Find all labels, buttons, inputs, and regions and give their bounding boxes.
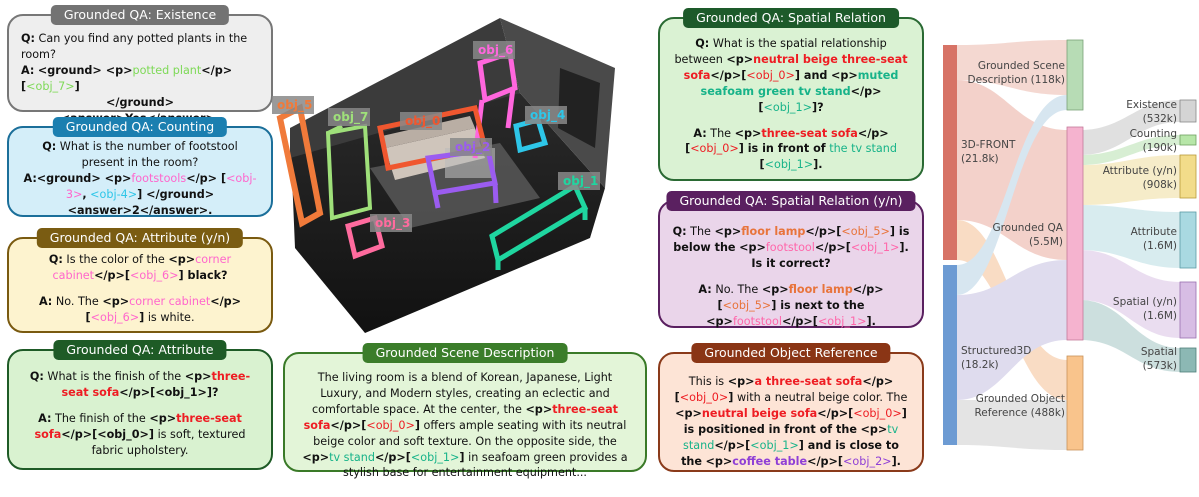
spatial-answer: A: The <p>three-seat sofa</p>[<obj_0>] i… bbox=[685, 126, 897, 172]
scene-title: Grounded Scene Description bbox=[362, 343, 568, 364]
spatial-yn-title: Grounded QA: Spatial Relation (y/n) bbox=[666, 191, 916, 212]
attr-yn-title: Grounded QA: Attribute (y/n) bbox=[36, 228, 244, 249]
sankey-label-objref-1: Grounded Object bbox=[976, 393, 1065, 405]
label-obj6: obj_6 bbox=[478, 43, 513, 58]
node-existence bbox=[1179, 99, 1197, 123]
flow-qa-counting bbox=[1080, 135, 1180, 165]
existence-question: Q: Can you find any potted plants in the… bbox=[21, 32, 248, 61]
node-3dfront bbox=[943, 45, 957, 260]
objref-text: This is bbox=[688, 375, 725, 388]
existence-title: Grounded QA: Existence bbox=[50, 5, 230, 26]
attr-yn-question: Q: Is the color of the <p>corner cabinet… bbox=[48, 253, 232, 282]
counting-question: Q: What is the number of footstool prese… bbox=[42, 140, 238, 169]
flow-3dfront-scene bbox=[957, 40, 1067, 95]
flow-qa-attr bbox=[1080, 205, 1180, 268]
sankey-label-counting: Counting bbox=[1130, 128, 1177, 140]
attr-yn-answer: A: No. The <p>corner cabinet</p>[<obj_6>… bbox=[38, 294, 242, 324]
scene-card: Grounded Scene Description The living ro… bbox=[283, 343, 647, 479]
spatial-card: Grounded QA: Spatial Relation Q: What is… bbox=[658, 8, 924, 181]
attribute-question: Q: What is the finish of the <p>three-se… bbox=[29, 370, 251, 399]
bbox-obj3 bbox=[345, 214, 385, 260]
existence-card: Grounded QA: Existence Q: Can you find a… bbox=[7, 5, 273, 125]
spatial-title: Grounded QA: Spatial Relation bbox=[683, 8, 899, 29]
node-attryn bbox=[1179, 154, 1197, 199]
sankey-value-attribute: (1.6M) bbox=[1143, 240, 1177, 252]
counting-title: Grounded QA: Counting bbox=[52, 117, 228, 138]
node-objref bbox=[1066, 355, 1084, 451]
sankey-value-counting: (190k) bbox=[1143, 142, 1177, 154]
counting-answer: A:<ground> <p>footstools</p> [<obj-3>, <… bbox=[23, 171, 257, 201]
flow-s3d-qa bbox=[957, 260, 1067, 400]
node-scene bbox=[1066, 39, 1084, 111]
attribute-card: Grounded QA: Attribute Q: What is the fi… bbox=[7, 340, 273, 470]
sankey-value-attryn: (908k) bbox=[1143, 179, 1177, 191]
spatial-yn-question: Q: The <p>floor lamp</p>[<obj_5>] is bel… bbox=[672, 225, 910, 270]
sankey-value-spyn: (1.6M) bbox=[1143, 310, 1177, 322]
sankey-value-existence: (532k) bbox=[1143, 113, 1177, 125]
spatial-yn-card: Grounded QA: Spatial Relation (y/n) Q: T… bbox=[658, 191, 924, 328]
label-obj0: obj_0 bbox=[405, 114, 440, 129]
sankey-label-attryn: Attribute (y/n) bbox=[1103, 165, 1177, 177]
sankey-label-existence: Existence bbox=[1126, 99, 1177, 111]
node-spyn bbox=[1179, 281, 1197, 339]
node-spatial bbox=[1179, 347, 1197, 373]
counting-card: Grounded QA: Counting Q: What is the num… bbox=[7, 117, 273, 217]
flow-qa-spyn bbox=[1080, 250, 1180, 338]
sankey-label-structured3d: Structured3D bbox=[961, 345, 1031, 357]
bbox-obj1 bbox=[489, 182, 589, 270]
flow-3dfront-qa bbox=[957, 80, 1067, 260]
bbox-obj7 bbox=[325, 123, 373, 221]
room-render: obj_5 obj_7 obj_6 obj_0 obj_4 obj_2 obj_… bbox=[272, 18, 615, 333]
flow-qa-spatial bbox=[1080, 300, 1180, 372]
sankey-label-qa: Grounded QA bbox=[992, 222, 1063, 234]
sankey-diagram: 3D-FRONT (21.8k) Structured3D (18.2k) Gr… bbox=[943, 39, 1197, 451]
node-qa bbox=[1066, 126, 1084, 341]
objref-card: Grounded Object Reference This is <p>a t… bbox=[658, 343, 924, 472]
counting-answer-2: <answer>2</answer>. bbox=[67, 203, 213, 217]
label-obj1: obj_1 bbox=[563, 174, 598, 189]
attribute-title: Grounded QA: Attribute bbox=[53, 340, 227, 361]
node-counting bbox=[1179, 134, 1197, 146]
sankey-value-qa: (5.5M) bbox=[1029, 236, 1063, 248]
existence-answer-2: </ground> bbox=[106, 95, 174, 109]
node-structured3d bbox=[943, 265, 957, 445]
flow-qa-existence bbox=[1080, 100, 1180, 155]
spatial-question: Q: What is the spatial relationship betw… bbox=[674, 37, 908, 114]
sankey-label-attribute: Attribute bbox=[1131, 226, 1177, 238]
spatial-yn-answer: A: No. The <p>floor lamp</p>[<obj_5>] is… bbox=[698, 282, 884, 328]
flow-3dfront-objref bbox=[957, 220, 1067, 400]
sankey-label-3dfront: 3D-FRONT bbox=[961, 139, 1016, 151]
sankey-label-objref-2: Reference (488k) bbox=[974, 407, 1065, 419]
sankey-label-scene-1: Grounded Scene bbox=[978, 60, 1065, 72]
flow-qa-attryn bbox=[1080, 155, 1180, 205]
attr-yn-card: Grounded QA: Attribute (y/n) Q: Is the c… bbox=[7, 228, 273, 333]
sankey-value-structured3d: (18.2k) bbox=[961, 359, 999, 371]
attribute-answer: A: The finish of the <p>three-seat sofa<… bbox=[34, 411, 246, 457]
sankey-label-scene-2: Description (118k) bbox=[968, 74, 1065, 86]
objref-title: Grounded Object Reference bbox=[691, 343, 891, 364]
sankey-value-spatial: (573k) bbox=[1143, 360, 1177, 372]
node-attribute bbox=[1179, 211, 1197, 269]
flow-s3d-scene bbox=[957, 95, 1067, 295]
label-obj4: obj_4 bbox=[530, 108, 565, 123]
label-obj3: obj_3 bbox=[375, 216, 410, 231]
existence-answer: A: <ground> <p>potted plant</p>[<obj_7>] bbox=[21, 63, 233, 93]
sankey-label-spatial: Spatial bbox=[1141, 346, 1177, 358]
sankey-label-spyn: Spatial (y/n) bbox=[1113, 296, 1177, 308]
label-obj7: obj_7 bbox=[333, 110, 368, 125]
scene-text: The living room is a blend of Korean, Ja… bbox=[311, 371, 613, 416]
sankey-value-3dfront: (21.8k) bbox=[961, 153, 999, 165]
label-obj5: obj_5 bbox=[277, 98, 312, 113]
flow-s3d-objref bbox=[957, 400, 1067, 450]
label-obj2: obj_2 bbox=[455, 140, 490, 155]
room-wall-right bbox=[500, 18, 615, 188]
